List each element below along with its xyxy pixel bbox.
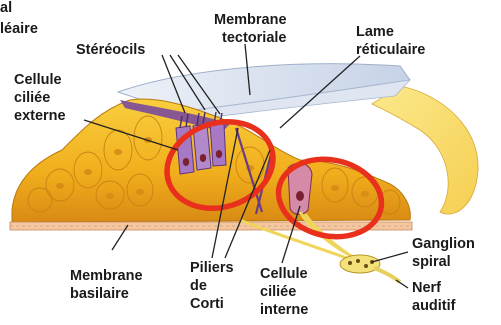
label-membrane-tectoriale: Membrane tectoriale [214, 12, 291, 46]
label-piliers-de-corti: Piliers de Corti [190, 260, 238, 312]
spiral-ganglion [340, 255, 400, 282]
label-cellule-ciliee-interne: Cellule ciliée interne [260, 266, 312, 318]
organ-tissue [12, 99, 410, 222]
label-stereocils: Stéréocils [76, 42, 145, 58]
label-membrane-basilaire: Membrane basilaire [70, 268, 147, 302]
label-ganglion-spiral: Ganglion spiral [412, 236, 479, 270]
label-lame-reticulaire: Lame réticulaire [356, 24, 425, 58]
label-nerf-auditif: Nerf auditif [412, 280, 456, 314]
inner-hair-cell-nucleus [296, 191, 304, 201]
label-ganglion-fragment: al léaire [0, 0, 38, 37]
label-cellule-ciliee-externe: Cellule ciliée externe [14, 72, 66, 124]
